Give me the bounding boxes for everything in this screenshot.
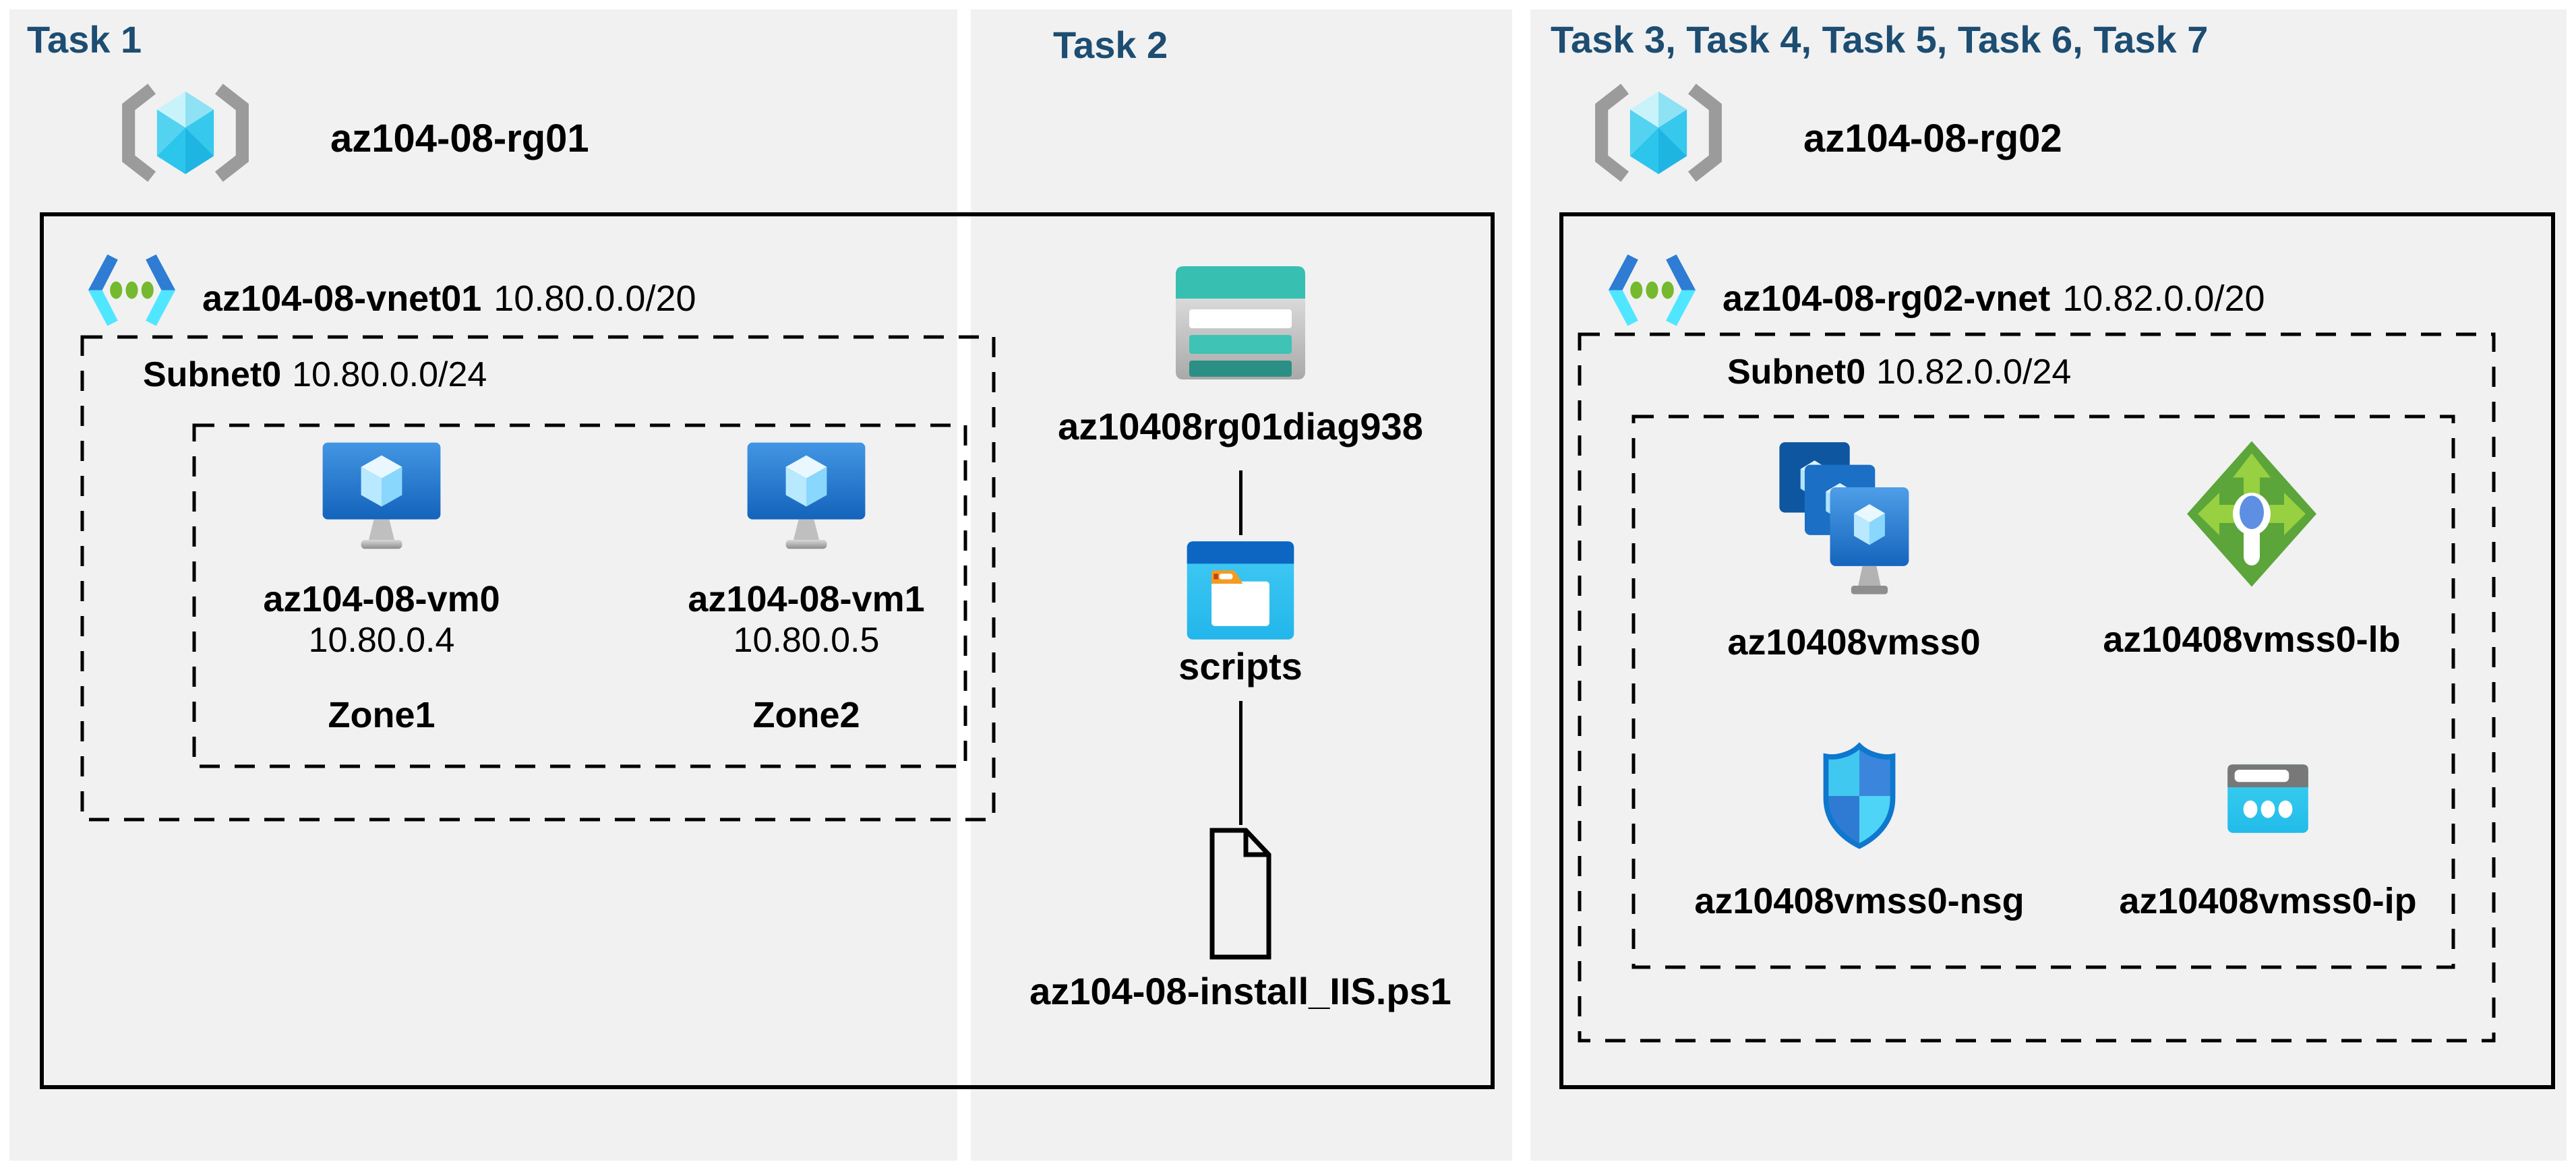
task2-title: Task 2 [1053, 24, 1168, 66]
connector-container-to-file [1239, 701, 1242, 825]
virtual-machine-icon [747, 442, 866, 549]
task1-title: Task 1 [27, 18, 142, 61]
storage-account-name: az10408rg01diag938 [1058, 405, 1423, 448]
panel-task1 [9, 9, 957, 1161]
container-name: scripts [1178, 645, 1302, 687]
public-ip-icon [2227, 764, 2308, 833]
vm1-name: az104-08-vm1 [688, 579, 925, 619]
vmss-name: az10408vmss0 [1727, 622, 1981, 663]
subnet02-name: Subnet0 [1727, 352, 1866, 392]
vnet02-label: az104-08-rg02-vnet 10.82.0.0/20 [1723, 278, 2265, 319]
subnet01-cidr: 10.80.0.0/24 [292, 355, 487, 394]
resource-group-icon [1595, 84, 1722, 182]
lb-name: az10408vmss0-lb [2103, 619, 2401, 660]
vnet02-name: az104-08-rg02-vnet [1723, 278, 2051, 319]
vm0-zone: Zone1 [328, 695, 436, 735]
virtual-machine-icon [322, 442, 441, 549]
vnet01-cidr: 10.80.0.0/20 [493, 278, 696, 319]
vm0-name: az104-08-vm0 [263, 579, 500, 619]
subnet0-box-task3 [1578, 332, 2496, 1043]
vm1-block: az104-08-vm1 10.80.0.5 Zone2 [665, 578, 948, 736]
connector-storage-to-container [1239, 470, 1242, 535]
storage-account-icon [1176, 266, 1305, 379]
public-ip-name: az10408vmss0-ip [2119, 881, 2417, 921]
subnet0-box-task1 [80, 335, 996, 822]
resources-box-task3 [1631, 415, 2455, 969]
rg02-boundary-box [1559, 212, 2555, 1089]
vnet02-cidr: 10.82.0.0/20 [2062, 278, 2265, 319]
network-security-group-icon [1823, 742, 1896, 849]
vm-scale-set-icon [1779, 442, 1909, 594]
subnet02-cidr: 10.82.0.0/24 [1876, 352, 2072, 392]
nsg-name: az10408vmss0-nsg [1694, 881, 2025, 921]
blob-container-icon [1187, 541, 1294, 640]
script-file-icon [1209, 828, 1271, 960]
vnet01-label: az104-08-vnet01 10.80.0.0/20 [202, 278, 696, 319]
load-balancer-icon [2187, 441, 2316, 587]
subnet01-label: Subnet0 10.80.0.0/24 [143, 355, 487, 395]
rg01-boundary-box [40, 212, 1495, 1089]
rg02-name: az104-08-rg02 [1803, 117, 2062, 160]
task3-title: Task 3, Task 4, Task 5, Task 6, Task 7 [1551, 18, 2209, 61]
resource-group-icon [122, 84, 249, 182]
script-file-name: az104-08-install_IIS.ps1 [1029, 970, 1451, 1012]
vnet01-name: az104-08-vnet01 [202, 278, 482, 319]
vm1-ip: 10.80.0.5 [733, 621, 880, 660]
virtual-network-icon [88, 254, 176, 326]
virtual-network-icon [1608, 254, 1696, 326]
rg01-name: az104-08-rg01 [330, 117, 589, 160]
subnet01-name: Subnet0 [143, 355, 282, 394]
vm0-block: az104-08-vm0 10.80.0.4 Zone1 [240, 578, 523, 736]
zones-box-task1 [192, 423, 967, 768]
vm1-zone: Zone2 [752, 695, 860, 735]
vm0-ip: 10.80.0.4 [308, 621, 455, 660]
